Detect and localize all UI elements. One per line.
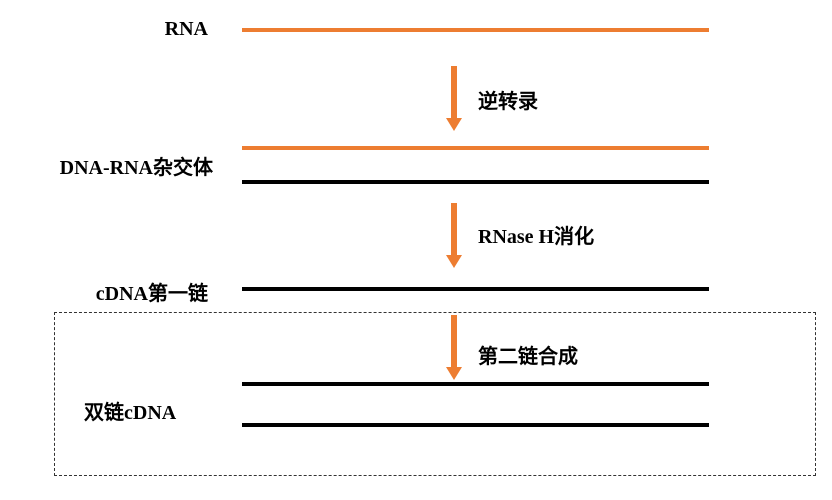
step-second-strand-synthesis: 第二链合成 xyxy=(478,346,578,368)
double-strand-top xyxy=(242,382,709,386)
step-reverse-transcription: 逆转录 xyxy=(478,91,538,113)
first-strand-label: cDNA第一链 xyxy=(95,283,208,305)
down-arrow-icon xyxy=(446,203,462,268)
down-arrow-icon xyxy=(446,315,462,380)
first-strand-dna xyxy=(242,287,709,291)
rna-strand xyxy=(242,28,709,32)
double-strand-bottom xyxy=(242,423,709,427)
rna-label: RNA xyxy=(164,18,208,40)
step-rnase-digestion: RNase H消化 xyxy=(478,226,595,248)
hybrid-dna-strand xyxy=(242,180,709,184)
down-arrow-icon xyxy=(446,66,462,131)
hybrid-label: DNA-RNA杂交体 xyxy=(59,157,213,179)
double-strand-label: 双链cDNA xyxy=(84,402,177,424)
second-strand-region-box xyxy=(54,312,816,476)
hybrid-rna-strand xyxy=(242,146,709,150)
